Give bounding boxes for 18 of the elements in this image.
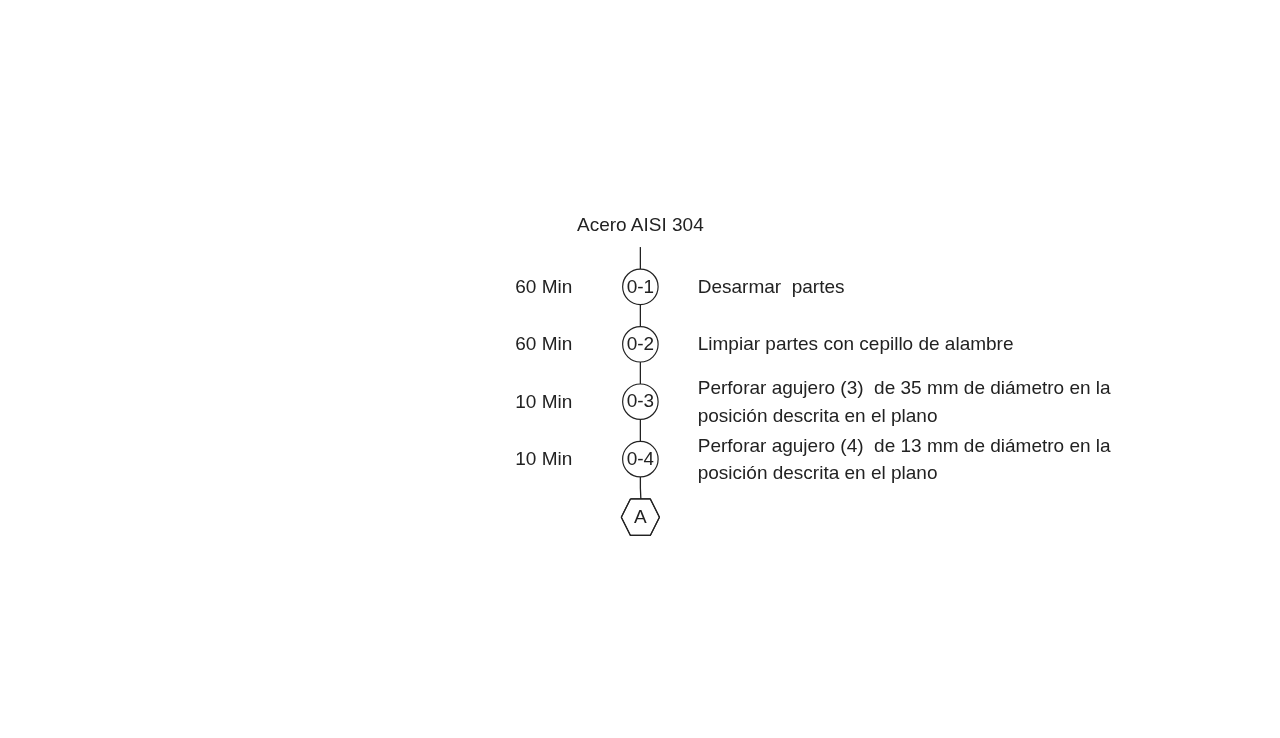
duration-label: 10 Min <box>515 389 573 414</box>
operation-circle: 0-2 <box>621 325 659 363</box>
operation-description: Desarmar partes <box>697 275 845 299</box>
operation-description: Perforar agujero (3) de 35 mm de diámetro en la posición descrita en el plano <box>697 376 1112 428</box>
flow-line <box>639 418 641 443</box>
operation-description: Perforar agujero (4) de 13 mm de diámetro en la posición descrita en el plano <box>697 433 1112 486</box>
duration-label: 10 Min <box>515 447 573 472</box>
operation-circle: 0-4 <box>621 440 659 478</box>
flow-line <box>639 303 641 328</box>
operation-circle: 0-3 <box>621 383 659 421</box>
operation-circle: 0-1 <box>621 268 659 306</box>
flow-line <box>639 361 641 385</box>
connector-hexagon: A <box>620 498 660 537</box>
duration-label: 60 Min <box>515 275 573 299</box>
operation-description: Limpiar partes con cepillo de alambre <box>697 332 1014 357</box>
duration-label: 60 Min <box>515 332 573 357</box>
material-label: Acero AISI 304 <box>576 213 704 235</box>
flow-line <box>639 246 641 270</box>
